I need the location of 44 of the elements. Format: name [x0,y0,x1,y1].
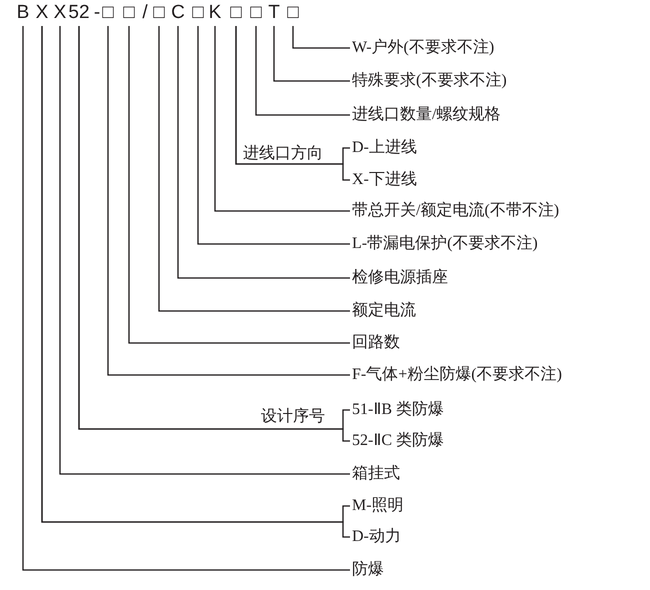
code-character: - [94,2,100,24]
code-character: □ [102,2,114,24]
description-text: 检修电源插座 [352,268,448,288]
code-character: 52 [68,2,90,24]
leader-line [197,26,350,245]
description-text: L-带漏电保护(不要求不注) [352,234,538,254]
description-text: 防爆 [352,560,384,580]
description-text: 52-ⅡC 类防爆 [352,431,444,451]
leader-line [273,26,350,82]
leader-line [292,26,350,49]
description-text: 箱挂式 [352,464,400,484]
code-character: / [142,2,148,24]
description-text: D-上进线 [352,138,417,158]
code-character: T [268,2,280,24]
code-character: □ [153,2,165,24]
group-label: 设计序号 [261,407,325,427]
code-character: □ [230,2,242,24]
leader-line [255,26,350,116]
code-character: □ [250,2,262,24]
code-character: B [16,2,30,24]
description-text: D-动力 [352,527,401,547]
description-text: X-下进线 [352,170,417,190]
leader-line [177,26,350,279]
code-character: K [208,2,222,24]
code-character: C [171,2,185,24]
code-character: □ [287,2,299,24]
description-text: 进线口数量/螺纹规格 [352,105,500,125]
code-character: □ [192,2,204,24]
description-text: F-气体+粉尘防爆(不要求不注) [352,365,562,385]
code-character: X [54,2,66,24]
leader-line [128,26,350,344]
leader-line [158,26,350,312]
description-text: M-照明 [352,496,404,516]
code-character: □ [123,2,135,24]
code-character: X [36,2,48,24]
description-text: W-户外(不要求不注) [352,38,494,58]
description-text: 回路数 [352,333,400,353]
leader-line [107,26,350,376]
description-text: 带总开关/额定电流(不带不注) [352,201,560,221]
leader-line [214,26,350,212]
description-text: 51-ⅡB 类防爆 [352,400,444,420]
group-label: 进线口方向 [243,144,323,164]
description-text: 特殊要求(不要求不注) [352,71,507,91]
description-text: 额定电流 [352,301,416,321]
